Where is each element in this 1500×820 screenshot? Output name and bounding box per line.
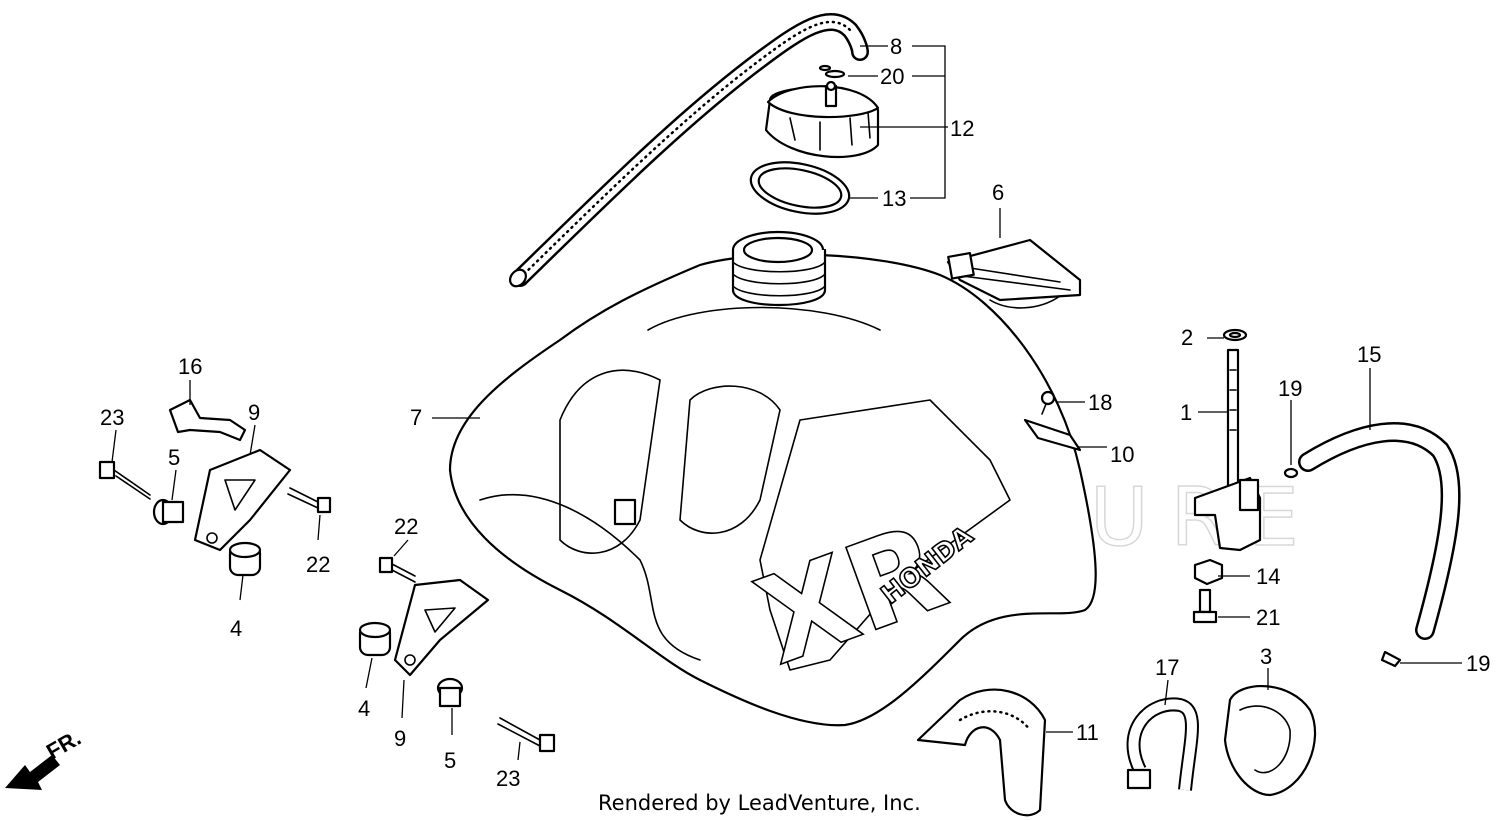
fuel-tank[interactable]: XR HONDA: [448, 230, 1097, 727]
callout-20: 20: [880, 64, 904, 89]
callout-14: 14: [1256, 564, 1280, 589]
fuel-filler-cap[interactable]: [764, 80, 880, 159]
bolt-23-right[interactable]: [497, 717, 556, 753]
bolt-22-left[interactable]: [287, 487, 332, 514]
callout-5-right: 5: [444, 748, 456, 773]
bolt-22-right[interactable]: [378, 556, 416, 583]
callout-11: 11: [1076, 720, 1099, 745]
bracket-11[interactable]: [916, 688, 1047, 817]
callout-12: 12: [950, 116, 974, 141]
callout-22-right: 22: [394, 514, 418, 539]
leader-lines: [111, 45, 1462, 761]
collar-5-left[interactable]: [152, 498, 185, 526]
collar-5-right[interactable]: [436, 677, 464, 708]
callout-19-lower: 19: [1466, 651, 1490, 676]
emblem-clip[interactable]: [1023, 418, 1082, 452]
fuel-cock[interactable]: [1193, 348, 1262, 552]
band-3[interactable]: [1223, 684, 1317, 797]
callout-21: 21: [1256, 605, 1280, 630]
callout-19-upper: 19: [1278, 376, 1302, 401]
callout-9-right: 9: [394, 726, 406, 751]
callout-9-left: 9: [248, 400, 260, 425]
callout-1: 1: [1180, 400, 1192, 425]
fuel-hose[interactable]: [1298, 422, 1461, 640]
callout-7: 7: [410, 405, 422, 430]
clip-16[interactable]: [168, 398, 247, 442]
callout-5-left: 5: [168, 445, 180, 470]
strap-17[interactable]: [1126, 697, 1199, 791]
cushion-4-right[interactable]: [358, 621, 392, 657]
hose-clip-upper[interactable]: [1283, 467, 1299, 479]
callout-2: 2: [1181, 325, 1193, 350]
callout-23-left: 23: [100, 405, 124, 430]
stay-9-right[interactable]: [393, 578, 490, 677]
callout-3: 3: [1260, 644, 1272, 669]
callout-6: 6: [992, 180, 1004, 205]
cap-gasket[interactable]: [746, 154, 854, 222]
breather-hose[interactable]: [507, 12, 869, 289]
callout-22-left: 22: [306, 552, 330, 577]
callout-numbers: 8 20 12 13 6 7 18 10 2 1 14 21 15 19 19 …: [100, 34, 1490, 791]
callout-4-right: 4: [358, 696, 370, 721]
callout-17: 17: [1155, 655, 1179, 680]
callout-10: 10: [1110, 442, 1134, 467]
fuel-cock-packing[interactable]: [1222, 328, 1248, 342]
front-direction-arrow: FR.: [5, 725, 85, 790]
bolt-21[interactable]: [1192, 588, 1218, 624]
bolt-23-left[interactable]: [98, 460, 151, 500]
callout-4-left: 4: [230, 616, 242, 641]
callout-15: 15: [1357, 342, 1381, 367]
callout-16: 16: [178, 354, 202, 379]
cushion-4-left[interactable]: [228, 541, 262, 577]
washer-20[interactable]: [818, 64, 846, 79]
washer-14[interactable]: [1193, 558, 1224, 586]
callout-23-right: 23: [496, 766, 520, 791]
callout-8: 8: [890, 34, 902, 59]
callout-18: 18: [1088, 390, 1112, 415]
stay-9-left[interactable]: [193, 448, 292, 552]
hose-clip-lower[interactable]: [1380, 650, 1402, 668]
callout-13: 13: [882, 186, 906, 211]
tank-band-clip[interactable]: [946, 238, 1082, 309]
credit-text: Rendered by LeadVenture, Inc.: [598, 791, 921, 815]
screw-18[interactable]: [1040, 390, 1056, 415]
